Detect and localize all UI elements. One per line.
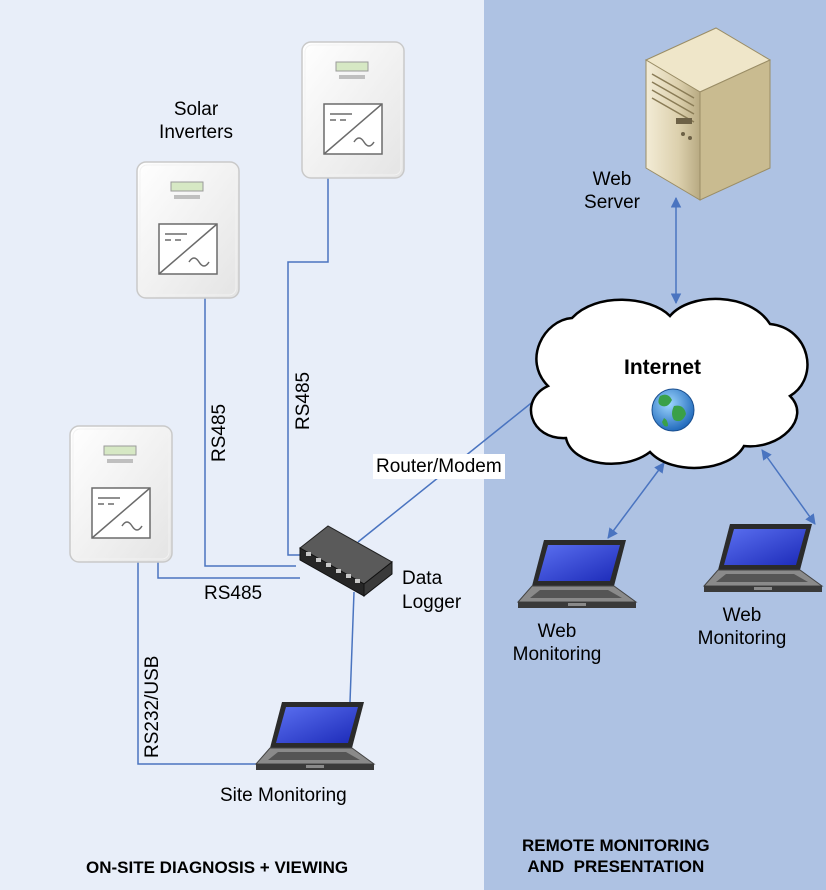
web-monitoring-label-1: Web Monitoring bbox=[512, 621, 602, 665]
server-icon bbox=[644, 27, 772, 201]
web-server-label: Web Server bbox=[584, 169, 640, 213]
rs485-label-left: RS485 bbox=[209, 403, 230, 462]
rs485-label-bottom: RS485 bbox=[204, 583, 263, 604]
inverter-icon bbox=[136, 161, 240, 299]
inverter-icon bbox=[69, 425, 173, 563]
data-logger-icon bbox=[299, 525, 393, 598]
rs232-usb-label: RS232/USB bbox=[142, 655, 163, 758]
rs485-label-right: RS485 bbox=[293, 371, 314, 430]
router-modem-label: Router/Modem bbox=[373, 454, 505, 479]
remote-panel-title: REMOTE MONITORING AND PRESENTATION bbox=[522, 836, 710, 876]
internet-arrows bbox=[607, 196, 816, 539]
site-monitoring-label: Site Monitoring bbox=[220, 785, 347, 806]
internet-label: Internet bbox=[624, 356, 702, 379]
onsite-panel-title: ON-SITE DIAGNOSIS + VIEWING bbox=[86, 858, 349, 877]
data-logger-label: Data Logger bbox=[402, 568, 462, 613]
inverter-icon bbox=[301, 41, 405, 179]
cloud-icon bbox=[529, 297, 809, 470]
solar-inverters-label: Solar Inverters bbox=[159, 99, 233, 143]
web-monitoring-label-2: Web Monitoring bbox=[697, 605, 787, 649]
globe-icon bbox=[651, 388, 695, 432]
